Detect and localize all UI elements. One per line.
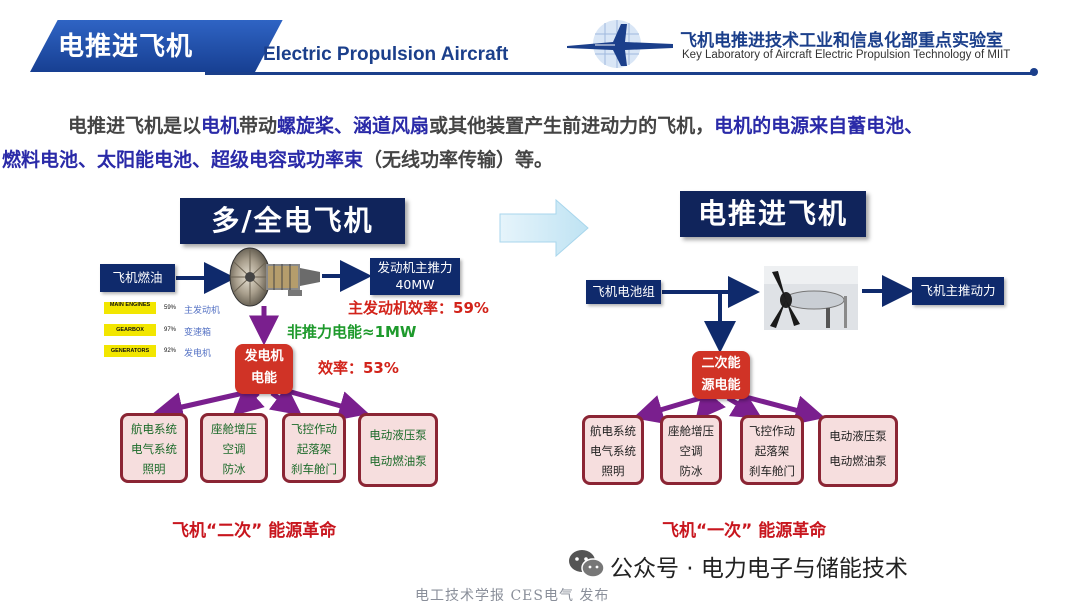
turbofan-engine-icon <box>229 247 320 307</box>
tag-gearbox-pct: 97% <box>164 327 177 333</box>
box-line: 航电系统 <box>131 422 177 436</box>
load-box-cabin: 座舱增压 空调 防冰 <box>200 413 268 483</box>
secondary-power-hub: 二次能 源电能 <box>692 351 750 399</box>
box-line: 起落架 <box>296 442 332 456</box>
box-line: 电动燃油泵 <box>369 454 427 468</box>
transition-arrow-icon <box>499 198 589 258</box>
main-engine-efficiency: 主发动机效率：59% <box>348 299 489 317</box>
box-line: 防冰 <box>222 462 246 476</box>
wechat-icon <box>569 550 605 578</box>
arrow-hub-to-box1 <box>632 394 705 424</box>
box-line: 照明 <box>142 462 166 476</box>
right-diagram-title: 电推进飞机 <box>680 191 866 237</box>
secondary-power-hub-label: 二次能 <box>701 356 741 371</box>
load-box-flight-control: 飞控作动 起落架 刹车舱门 <box>740 415 804 485</box>
header-underline <box>205 72 1035 75</box>
load-box-avionics: 航电系统 电气系统 照明 <box>582 415 644 485</box>
arrow-hub-to-box4 <box>741 393 826 425</box>
page-title: 电推进飞机 <box>58 32 194 62</box>
arrow-hub-to-box2 <box>695 388 726 421</box>
arrow-hub-to-box3 <box>726 390 763 419</box>
publisher-footer: 电工技术学报 CES电气 发布 <box>415 588 610 604</box>
lab-name-chinese: 飞机电推进技术工业和信息化部重点实验室 <box>680 31 1003 51</box>
box-line: 电气系统 <box>590 444 636 458</box>
generator-hub-label: 发电机 <box>244 349 284 364</box>
left-revolution-label: 飞机“二次” 能源革命 <box>172 521 337 541</box>
left-diagram-title: 多/全电飞机 <box>180 198 405 244</box>
intro-line-2: 燃料电池、太阳能电池、超级电容或功率束（无线功率传输）等。 <box>2 143 1032 177</box>
intro-seg: 或其他装置产生前进动力的飞机， <box>429 115 715 137</box>
wechat-watermark: 公众号 · 电力电子与储能技术 <box>610 556 908 582</box>
tag-generators-pct: 92% <box>164 348 177 354</box>
arrow-gen-to-box4 <box>283 387 370 421</box>
load-box-flight-control: 飞控作动 起落架 刹车舱门 <box>282 413 346 483</box>
tag-gearbox: GEARBOX <box>104 324 156 336</box>
secondary-power-hub-sub: 源电能 <box>701 378 741 393</box>
engine-thrust-box: 发动机主推力 40MW <box>370 258 460 295</box>
right-revolution-label: 飞机“一次” 能源革命 <box>662 521 827 541</box>
box-line: 电动液压泵 <box>369 428 427 442</box>
tag-generators-cn: 发电机 <box>184 349 212 359</box>
generator-efficiency: 效率：53% <box>318 359 399 377</box>
intro-seg: 燃料电池、太阳能电池、超级电容或功率束 <box>2 149 364 171</box>
box-line: 航电系统 <box>590 424 636 438</box>
box-line: 刹车舱门 <box>291 462 337 476</box>
arrow-gen-to-box3 <box>269 385 302 416</box>
intro-seg: 螺旋桨、涵道风扇 <box>277 115 430 137</box>
intro-seg: （无线功率传输）等。 <box>363 149 554 171</box>
box-line: 空调 <box>679 444 703 458</box>
intro-seg: 电推进飞机是以 <box>68 115 202 137</box>
tag-main-engines-cn: 主发动机 <box>184 306 221 316</box>
intro-seg: 电机 <box>201 115 240 137</box>
tag-main-engines: MAIN ENGINES <box>104 302 156 314</box>
box-line: 防冰 <box>679 464 703 478</box>
box-line: 刹车舱门 <box>749 464 795 478</box>
lab-name-english: Key Laboratory of Aircraft Electric Prop… <box>682 49 1011 61</box>
non-thrust-power: 非推力电能≈1MW <box>287 323 417 341</box>
tag-main-engines-pct: 59% <box>164 305 177 311</box>
box-line: 照明 <box>601 464 625 478</box>
page-title-english: Electric Propulsion Aircraft <box>263 44 509 65</box>
generator-hub-sub: 电能 <box>250 371 277 386</box>
generator-hub: 发电机 电能 <box>235 344 293 394</box>
load-box-avionics: 航电系统 电气系统 照明 <box>120 413 188 483</box>
tag-gearbox-cn: 变速箱 <box>184 328 212 338</box>
intro-line-1: 电推进飞机是以电机带动螺旋桨、涵道风扇或其他装置产生前进动力的飞机，电机的电源来… <box>36 109 1066 143</box>
arrow-gen-to-box1 <box>152 389 249 422</box>
engine-thrust-value: 40MW <box>395 277 435 292</box>
box-line: 电气系统 <box>131 442 177 456</box>
box-line: 起落架 <box>754 444 790 458</box>
box-line: 电动液压泵 <box>829 429 887 443</box>
intro-seg: 电机的电源来自蓄电池、 <box>714 115 924 137</box>
fuel-box: 飞机燃油 <box>100 264 175 292</box>
load-box-cabin: 座舱增压 空调 防冰 <box>660 415 722 485</box>
header-underline-end <box>1030 68 1038 76</box>
tag-generators: GENERATORS <box>104 345 156 357</box>
load-box-pumps: 电动液压泵 电动燃油泵 <box>818 415 898 487</box>
box-line: 电动燃油泵 <box>829 454 887 468</box>
box-line: 座舱增压 <box>211 422 257 436</box>
engine-thrust-label: 发动机主推力 <box>377 260 453 275</box>
electric-motor-propeller-icon <box>764 266 858 330</box>
main-power-box: 飞机主推动力 <box>912 277 1004 305</box>
load-box-pumps: 电动液压泵 电动燃油泵 <box>358 413 438 487</box>
box-line: 座舱增压 <box>668 424 714 438</box>
airplane-logo-icon <box>567 20 673 68</box>
arrow-gen-to-box2 <box>232 384 265 417</box>
box-line: 空调 <box>222 442 246 456</box>
box-line: 飞控作动 <box>749 424 795 438</box>
intro-seg: 带动 <box>239 115 278 137</box>
battery-box: 飞机电池组 <box>586 280 661 304</box>
box-line: 飞控作动 <box>291 422 337 436</box>
